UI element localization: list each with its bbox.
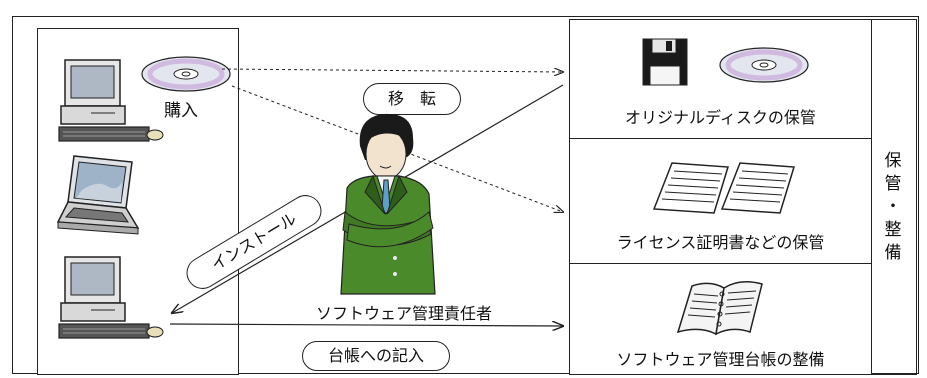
laptop-icon — [56, 155, 140, 235]
person-icon — [340, 113, 436, 295]
side-char: 備 — [884, 243, 902, 263]
certificate-icon — [652, 162, 795, 214]
cell-license: ライセンス証明書などの保管 — [570, 139, 871, 264]
cell-ledger: ソフトウェア管理台帳の整備 — [570, 264, 871, 374]
cd-icon — [141, 56, 231, 92]
transfer-label: 移 転 — [387, 89, 436, 108]
side-char: ・ — [884, 197, 902, 217]
cell-label-license: ライセンス証明書などの保管 — [616, 233, 825, 252]
side-char: 保 — [884, 151, 902, 171]
floppy-icon — [642, 38, 688, 86]
manager-label: ソフトウェア管理責任者 — [316, 304, 493, 323]
right-panel: オリジナルディスクの保管 ライセンス証明書などの保管 — [569, 19, 872, 375]
cd-icon — [719, 47, 809, 83]
purchase-label: 購入 — [164, 101, 198, 121]
side-label-box: 保 管 ・ 整 備 — [870, 19, 917, 375]
ledger-entry-pill: 台帳への記入 — [302, 341, 450, 371]
computer-icon — [58, 256, 164, 339]
transfer-pill: 移 転 — [363, 83, 461, 115]
computer-icon — [58, 59, 164, 142]
cell-label-original-disk: オリジナルディスクの保管 — [625, 108, 816, 127]
outer-frame — [12, 16, 919, 374]
ledger-icon — [676, 281, 763, 336]
dotted-arrow-to-license — [231, 85, 563, 212]
dotted-arrow-to-disk — [221, 69, 563, 72]
cell-label-ledger: ソフトウェア管理台帳の整備 — [616, 350, 825, 369]
cell-original-disk: オリジナルディスクの保管 — [570, 20, 871, 139]
ledger-entry-label: 台帳への記入 — [327, 346, 424, 365]
side-char: 整 — [884, 220, 902, 240]
ledger-arrow — [169, 324, 563, 326]
side-char: 管 — [884, 174, 902, 194]
